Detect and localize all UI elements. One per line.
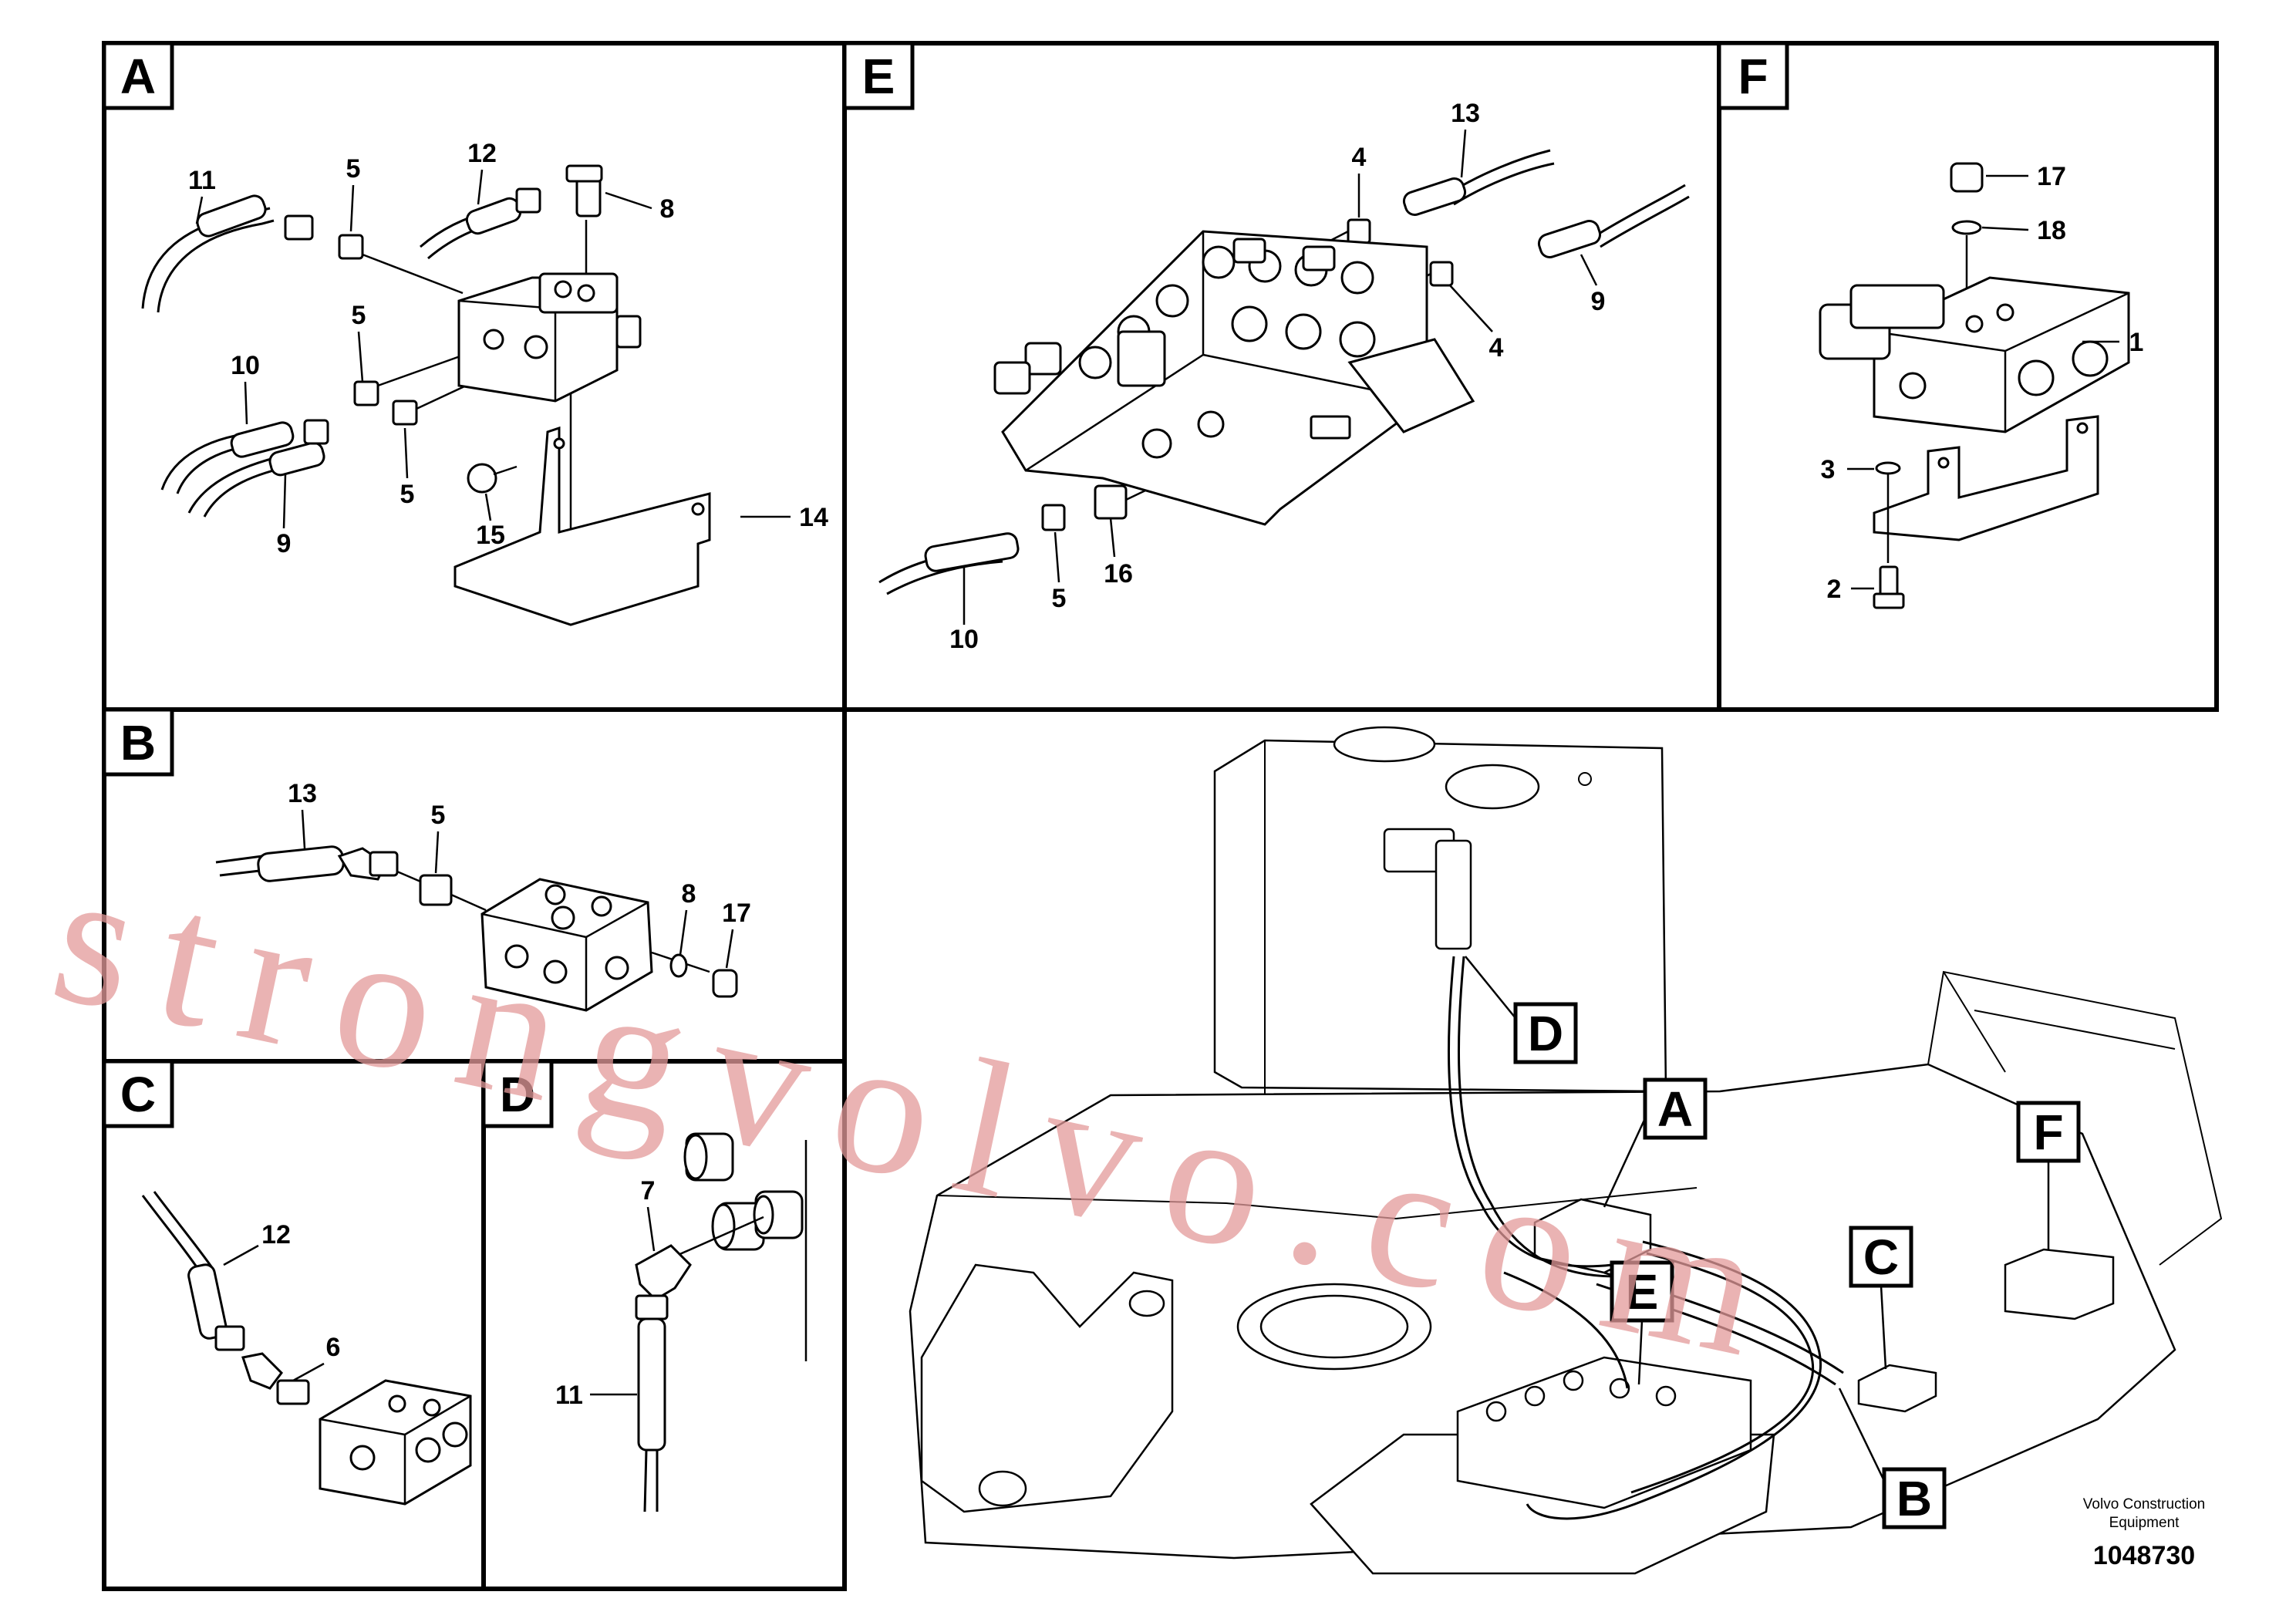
callout-e-4-top: 4 bbox=[1352, 143, 1367, 172]
marker-d-text: D bbox=[1528, 1006, 1563, 1061]
callout-f-3: 3 bbox=[1821, 455, 1836, 484]
footer-company-line1: Volvo Construction bbox=[2083, 1496, 2205, 1512]
overview-marker-e: E bbox=[1610, 1260, 1674, 1385]
callout-f-18: 18 bbox=[2037, 216, 2066, 245]
overview-marker-d: D bbox=[1465, 956, 1578, 1064]
callout-a-11: 11 bbox=[188, 166, 216, 195]
panel-c-drawing bbox=[141, 1191, 472, 1506]
callout-e-13: 13 bbox=[1451, 99, 1480, 128]
panel-c-label: C bbox=[102, 1059, 174, 1128]
panel-f-label: F bbox=[1717, 41, 1789, 110]
panel-f-frame bbox=[1717, 41, 2219, 712]
callout-f-1: 1 bbox=[2129, 328, 2144, 357]
panel-a-letter: A bbox=[120, 49, 156, 104]
callout-c-6: 6 bbox=[326, 1333, 341, 1362]
panel-e-drawing bbox=[878, 149, 1690, 595]
overview-marker-b: B bbox=[1838, 1388, 1947, 1529]
panel-d-letter: D bbox=[500, 1067, 535, 1122]
callout-b-17: 17 bbox=[722, 899, 751, 928]
panel-b-label: B bbox=[102, 707, 174, 777]
panel-b-drawing bbox=[215, 845, 738, 1012]
callout-a-5-low: 5 bbox=[400, 480, 415, 509]
callout-a-9: 9 bbox=[277, 529, 292, 558]
panel-b-callouts: 13 5 8 17 bbox=[288, 779, 751, 969]
panel-e-label: E bbox=[842, 41, 915, 110]
panel-e-callouts: 13 4 9 4 10 5 16 bbox=[949, 99, 1605, 654]
panel-f-letter: F bbox=[1738, 49, 1768, 104]
marker-e-text: E bbox=[1626, 1264, 1659, 1320]
callout-e-16: 16 bbox=[1104, 559, 1133, 588]
callout-c-12: 12 bbox=[261, 1220, 291, 1249]
callout-d-7: 7 bbox=[641, 1176, 656, 1206]
panel-d-drawing bbox=[635, 1132, 807, 1512]
callout-a-15: 15 bbox=[476, 521, 505, 550]
callout-a-14: 14 bbox=[799, 503, 828, 532]
panel-c-letter: C bbox=[120, 1067, 156, 1122]
overview-marker-c: C bbox=[1849, 1226, 1913, 1370]
callout-d-11: 11 bbox=[555, 1381, 583, 1410]
panel-a-drawing bbox=[141, 164, 711, 626]
callout-f-17: 17 bbox=[2037, 162, 2066, 191]
marker-a-text: A bbox=[1657, 1081, 1693, 1137]
callout-a-12: 12 bbox=[467, 139, 497, 168]
panel-f-drawing bbox=[1819, 162, 2130, 609]
panel-e-letter: E bbox=[862, 49, 895, 104]
panel-f-callouts: 17 18 1 3 2 bbox=[1821, 162, 2144, 604]
marker-f-text: F bbox=[2033, 1104, 2063, 1160]
footer-company-line2: Equipment bbox=[2109, 1515, 2180, 1531]
callout-e-10: 10 bbox=[949, 625, 979, 654]
panel-d-frame bbox=[481, 1059, 847, 1591]
panel-a-callouts: 11 5 12 8 5 10 5 9 15 14 bbox=[188, 139, 828, 558]
callout-a-5-top: 5 bbox=[346, 154, 361, 184]
panel-a-label: A bbox=[102, 41, 174, 110]
marker-c-text: C bbox=[1863, 1229, 1899, 1285]
overview-machine bbox=[909, 726, 2223, 1575]
callout-a-10: 10 bbox=[231, 351, 260, 380]
panel-c-callouts: 12 6 bbox=[223, 1220, 341, 1382]
callout-b-13: 13 bbox=[288, 779, 317, 808]
callout-b-8: 8 bbox=[682, 879, 696, 909]
callout-b-5: 5 bbox=[431, 801, 446, 830]
panel-d-label: D bbox=[481, 1059, 554, 1128]
callout-a-8: 8 bbox=[660, 194, 675, 224]
drawing-footer: Volvo Construction Equipment 1048730 bbox=[2083, 1496, 2205, 1570]
callout-e-4-mid: 4 bbox=[1489, 333, 1504, 363]
callout-e-9: 9 bbox=[1591, 287, 1606, 316]
callout-a-5-mid: 5 bbox=[352, 301, 366, 330]
callout-e-5: 5 bbox=[1052, 584, 1067, 613]
overview-marker-a: A bbox=[1603, 1077, 1708, 1208]
callout-f-2: 2 bbox=[1827, 575, 1842, 604]
marker-b-text: B bbox=[1896, 1471, 1932, 1526]
drawing-number: 1048730 bbox=[2093, 1541, 2195, 1570]
panel-d-callouts: 7 11 bbox=[555, 1176, 655, 1410]
panel-c-frame bbox=[102, 1059, 486, 1591]
overview-marker-f: F bbox=[2016, 1101, 2081, 1249]
panel-b-letter: B bbox=[120, 715, 156, 771]
